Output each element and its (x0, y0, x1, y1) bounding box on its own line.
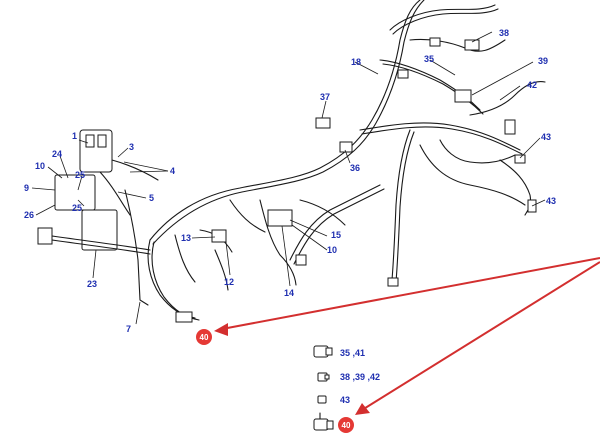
callout-14: 14 (284, 288, 294, 298)
callout-18: 18 (351, 57, 361, 67)
callout-12: 12 (224, 277, 234, 287)
callout-1: 1 (72, 131, 77, 141)
connector-legend: 35 ,41 38 ,39 ,42 43 40 (313, 345, 380, 433)
connector-right-angle-icon (313, 412, 334, 431)
connector-mini-icon (317, 395, 327, 404)
highlighted-part-label: 40 (200, 333, 209, 342)
callout-42: 42 (527, 80, 537, 90)
legend-row-38-39-42: 38 ,39 ,42 (317, 372, 380, 382)
callout-5: 5 (149, 193, 154, 203)
legend-label-38-39-42: 38 ,39 ,42 (340, 372, 380, 382)
legend-row-35-41: 35 ,41 (313, 345, 365, 358)
callout-10-mid: 10 (327, 245, 337, 255)
callout-3: 3 (129, 142, 134, 152)
callout-4: 4 (170, 166, 175, 176)
highlight-arrows (214, 257, 600, 415)
callout-23: 23 (87, 279, 97, 289)
highlighted-part-badge: 40 (196, 329, 212, 345)
callout-36: 36 (350, 163, 360, 173)
callout-38: 38 (499, 28, 509, 38)
callout-15: 15 (331, 230, 341, 240)
callout-39: 39 (538, 56, 548, 66)
legend-row-43: 43 (317, 395, 350, 405)
legend-label-43: 43 (340, 395, 350, 405)
callout-37: 37 (320, 92, 330, 102)
callout-9: 9 (24, 183, 29, 193)
legend-row-40: 40 (313, 412, 354, 433)
connector-large-icon (313, 345, 333, 358)
callout-25-bottom: 25 (72, 203, 82, 213)
callout-43-upper: 43 (541, 132, 551, 142)
callout-10-left: 10 (35, 161, 45, 171)
callout-25-top: 25 (75, 170, 85, 180)
callout-7: 7 (126, 324, 131, 334)
harness-drawing (37, 0, 546, 323)
callout-43-lower: 43 (546, 196, 556, 206)
leader-lines (31, 31, 546, 325)
callout-13: 13 (181, 233, 191, 243)
legend-label-40: 40 (342, 421, 351, 430)
callout-35: 35 (424, 54, 434, 64)
callout-labels: 1 3 4 5 7 9 10 10 12 13 14 15 18 23 24 2… (24, 28, 556, 334)
legend-label-35-41: 35 ,41 (340, 348, 365, 358)
legend-badge-40 (338, 417, 354, 433)
callout-26: 26 (24, 210, 34, 220)
connector-small-icon (317, 372, 330, 382)
callout-24: 24 (52, 149, 62, 159)
